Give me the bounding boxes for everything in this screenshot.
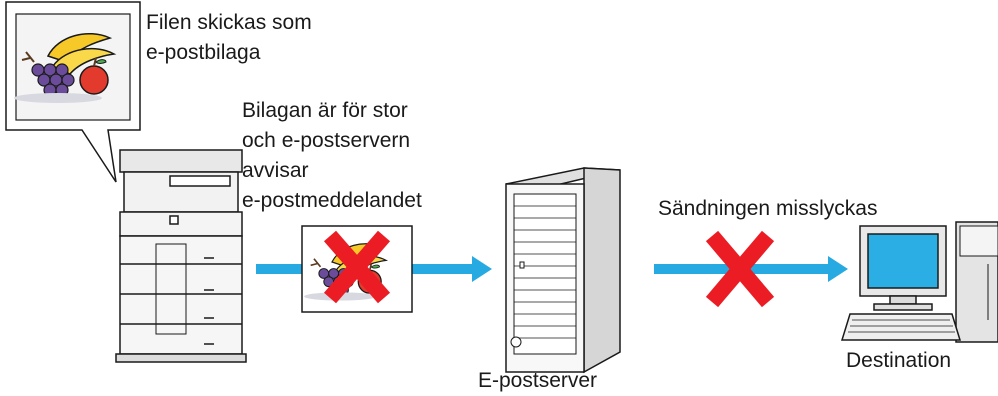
callout-line-1: Filen skickas som	[146, 11, 312, 34]
server-label: E-postserver	[478, 369, 598, 392]
speech-bubble-icon	[5, 1, 141, 183]
callout-line-2: e-postbilaga	[146, 41, 261, 64]
reject-note-line-3: avvisar	[242, 159, 309, 182]
cross-mark-icon	[705, 230, 775, 308]
cross-mark-icon	[323, 230, 391, 304]
failure-note: Sändningen misslyckas	[658, 197, 878, 220]
mail-server-tower-icon	[505, 167, 621, 374]
desktop-computer-icon	[840, 221, 998, 343]
reject-note-line-1: Bilagan är för stor	[242, 99, 408, 122]
reject-note-line-2: och e-postservern	[242, 129, 411, 152]
reject-note-line-4: e-postmeddelandet	[242, 189, 422, 212]
destination-label: Destination	[846, 349, 952, 372]
multifunction-printer-icon	[115, 149, 247, 363]
